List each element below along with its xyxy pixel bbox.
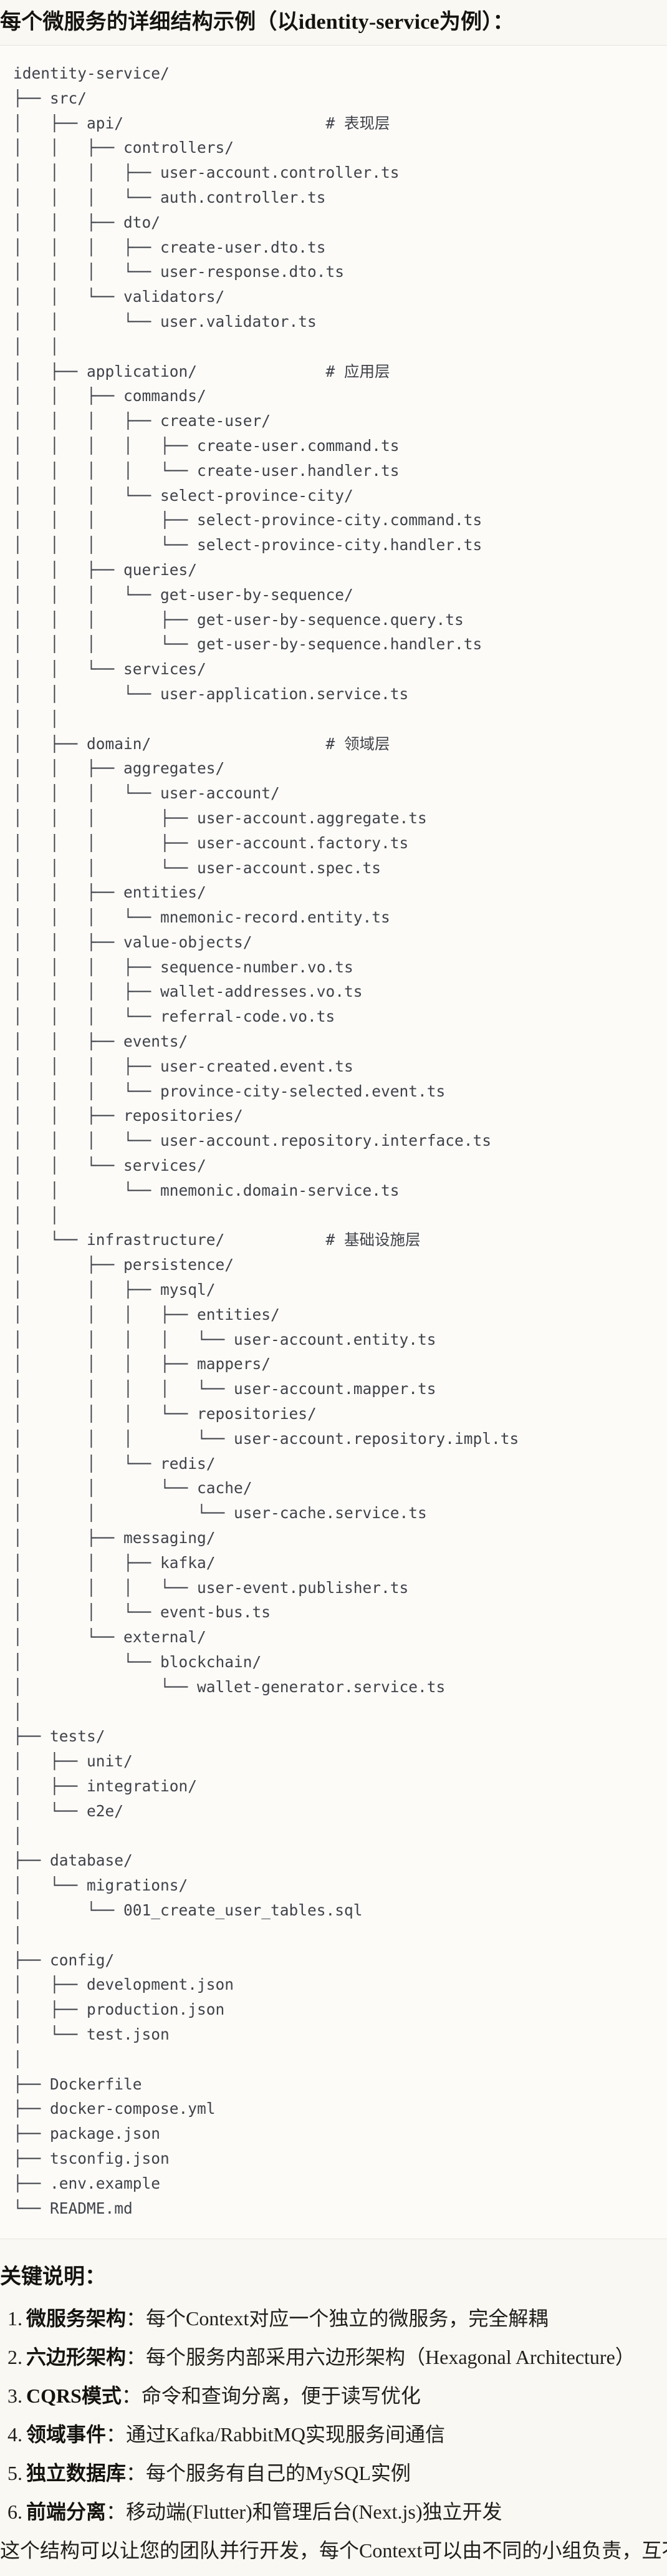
document-page: 每个微服务的详细结构示例（以identity-service为例）： ident… <box>0 8 667 2564</box>
note-term: 六边形架构 <box>26 2346 127 2369</box>
note-number: 1. <box>7 2307 22 2330</box>
note-number: 3. <box>7 2385 22 2408</box>
note-number: 4. <box>7 2423 22 2446</box>
code-block: identity-service/ ├── src/ │ ├── api/ # … <box>0 45 667 2240</box>
note-desc: ：每个服务内部采用六边形架构（Hexagonal Architecture） <box>126 2346 635 2369</box>
note-item: 2.六边形架构：每个服务内部采用六边形架构（Hexagonal Architec… <box>0 2343 667 2371</box>
note-item: 1.微服务架构：每个Context对应一个独立的微服务，完全解耦 <box>0 2305 667 2332</box>
note-term: 领域事件 <box>26 2423 107 2446</box>
note-term: 前端分离 <box>26 2501 107 2524</box>
note-number: 2. <box>7 2346 22 2369</box>
notes-footer: 这个结构可以让您的团队并行开发，每个Context可以由不同的小组负责，互不干扰… <box>0 2539 667 2562</box>
note-desc: ：命令和查询分离，便于读写优化 <box>121 2385 421 2408</box>
note-desc: ：每个服务有自己的MySQL实例 <box>126 2462 411 2485</box>
note-item: 3.CQRS模式：命令和查询分离，便于读写优化 <box>0 2382 667 2409</box>
note-term: 微服务架构 <box>26 2307 127 2330</box>
note-number: 5. <box>7 2462 22 2485</box>
page-title: 每个微服务的详细结构示例（以identity-service为例）： <box>0 11 514 34</box>
note-item: 4.领域事件：通过Kafka/RabbitMQ实现服务间通信 <box>0 2421 667 2448</box>
note-item: 6.前端分离：移动端(Flutter)和管理后台(Next.js)独立开发 <box>0 2498 667 2525</box>
note-number: 6. <box>7 2501 22 2524</box>
note-item: 5.独立数据库：每个服务有自己的MySQL实例 <box>0 2459 667 2487</box>
note-term: 独立数据库 <box>26 2462 127 2485</box>
note-desc: ：通过Kafka/RabbitMQ实现服务间通信 <box>106 2423 445 2446</box>
note-desc: ：每个Context对应一个独立的微服务，完全解耦 <box>126 2307 549 2330</box>
directory-tree-text: identity-service/ ├── src/ │ ├── api/ # … <box>13 64 519 2217</box>
notes-list: 1.微服务架构：每个Context对应一个独立的微服务，完全解耦 2.六边形架构… <box>0 2305 667 2525</box>
note-desc: ：移动端(Flutter)和管理后台(Next.js)独立开发 <box>106 2501 502 2524</box>
notes-heading: 关键说明： <box>0 2265 106 2289</box>
note-term: CQRS模式 <box>26 2385 122 2408</box>
